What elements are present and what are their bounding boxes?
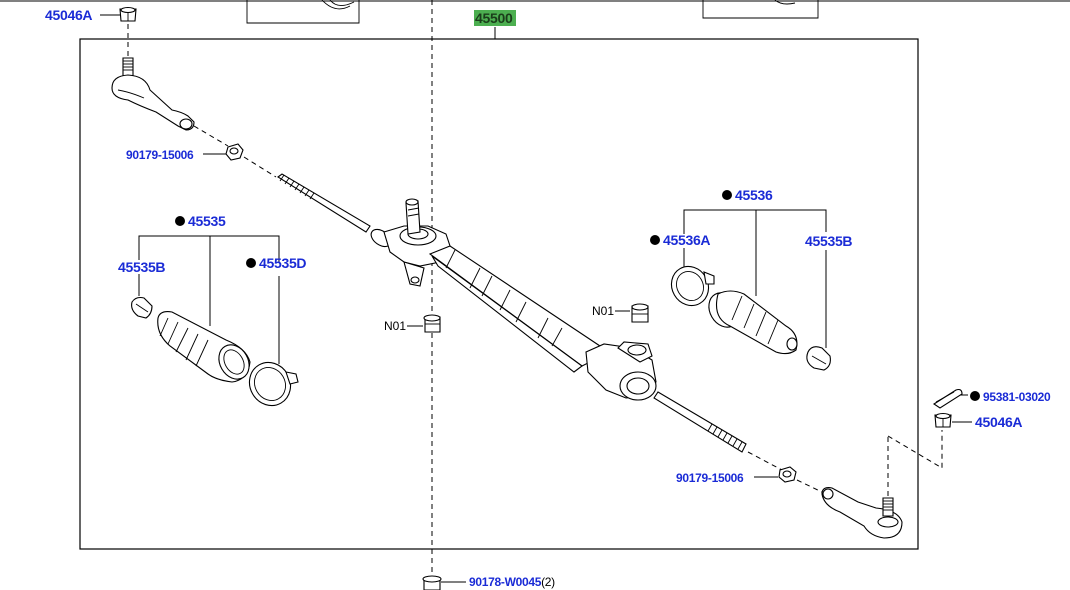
bullet-45536a <box>650 235 660 245</box>
boot-band-right-icon <box>670 265 715 307</box>
bushing-left-icon <box>423 314 441 333</box>
label-45535b-left[interactable]: 45535B <box>118 259 166 275</box>
dash-rack-to-right-nut <box>747 451 783 471</box>
adjacent-part-box-right <box>702 0 819 19</box>
assembly-frame <box>79 38 919 550</box>
label-90178-text: 90178-W0045(2) <box>469 575 555 589</box>
label-95381-text: 95381-03020 <box>983 390 1051 404</box>
nut-icon-left <box>225 143 244 161</box>
boot-clamp-left-icon <box>131 296 153 319</box>
label-45535b-right-text: 45535B <box>805 233 852 249</box>
bracket-45536 <box>683 209 827 234</box>
label-45536[interactable]: 45536 <box>722 187 773 203</box>
bullet-95381 <box>970 391 980 401</box>
label-90179-right-text: 90179-15006 <box>676 471 744 485</box>
dash-left-end-to-nut <box>193 125 229 147</box>
bushing-right-icon <box>631 303 649 323</box>
bullet-45535 <box>175 216 185 226</box>
label-45536-text: 45536 <box>735 187 773 203</box>
nut-icon-right <box>778 466 797 483</box>
assembly-part-number-text: 45500 <box>475 10 513 26</box>
nut-icon-top <box>119 6 137 22</box>
label-90179-left[interactable]: 90179-15006 <box>126 148 194 162</box>
steering-rack-icon <box>277 173 747 453</box>
label-45535b-right[interactable]: 45535B <box>805 233 853 249</box>
boot-clamp-right-icon <box>806 346 831 371</box>
part-number-highlight <box>474 10 516 26</box>
boot-left-icon <box>157 311 251 383</box>
label-n01-right[interactable]: N01 <box>592 304 614 318</box>
label-45046a-top[interactable]: 45046A <box>45 7 93 23</box>
label-45535d[interactable]: 45535D <box>246 255 307 271</box>
label-90179-right[interactable]: 90179-15006 <box>676 471 744 485</box>
bracket-45535 <box>138 235 280 262</box>
label-90179-left-text: 90179-15006 <box>126 148 194 162</box>
label-45535-text: 45535 <box>188 213 226 229</box>
bullet-45536 <box>722 190 732 200</box>
tie-rod-end-left-icon <box>111 57 195 131</box>
label-45536a-text: 45536A <box>663 232 710 248</box>
label-90178-part: 90178-W0045 <box>469 575 542 589</box>
adjacent-part-box-left <box>246 0 360 24</box>
label-n01-left-text: N01 <box>384 319 406 333</box>
label-90178-qty: (2) <box>541 575 555 589</box>
label-45536a[interactable]: 45536A <box>650 232 711 248</box>
label-n01-left[interactable]: N01 <box>384 319 406 333</box>
boot-band-left-icon <box>248 361 299 407</box>
cotter-pin-icon <box>932 388 963 409</box>
label-45535[interactable]: 45535 <box>175 213 226 229</box>
bolt-icon-bottom <box>422 575 442 590</box>
label-95381[interactable]: 95381-03020 <box>970 390 1051 404</box>
label-45046a-right-text: 45046A <box>975 414 1022 430</box>
label-45046a-top-text: 45046A <box>45 7 92 23</box>
assembly-part-number[interactable]: 45500 <box>474 10 516 26</box>
dash-nut-to-rack <box>243 156 277 178</box>
bullet-45535d <box>246 258 256 268</box>
tie-rod-end-right-icon <box>821 487 903 539</box>
label-45535b-left-text: 45535B <box>118 259 165 275</box>
label-n01-right-text: N01 <box>592 304 614 318</box>
dash-right-bracket <box>887 430 943 469</box>
label-45535d-text: 45535D <box>259 255 306 271</box>
nut-icon-right-top <box>934 412 952 428</box>
label-90178[interactable]: 90178-W0045(2) <box>469 575 555 589</box>
label-45046a-right[interactable]: 45046A <box>975 414 1023 430</box>
boot-right-icon <box>708 290 798 355</box>
